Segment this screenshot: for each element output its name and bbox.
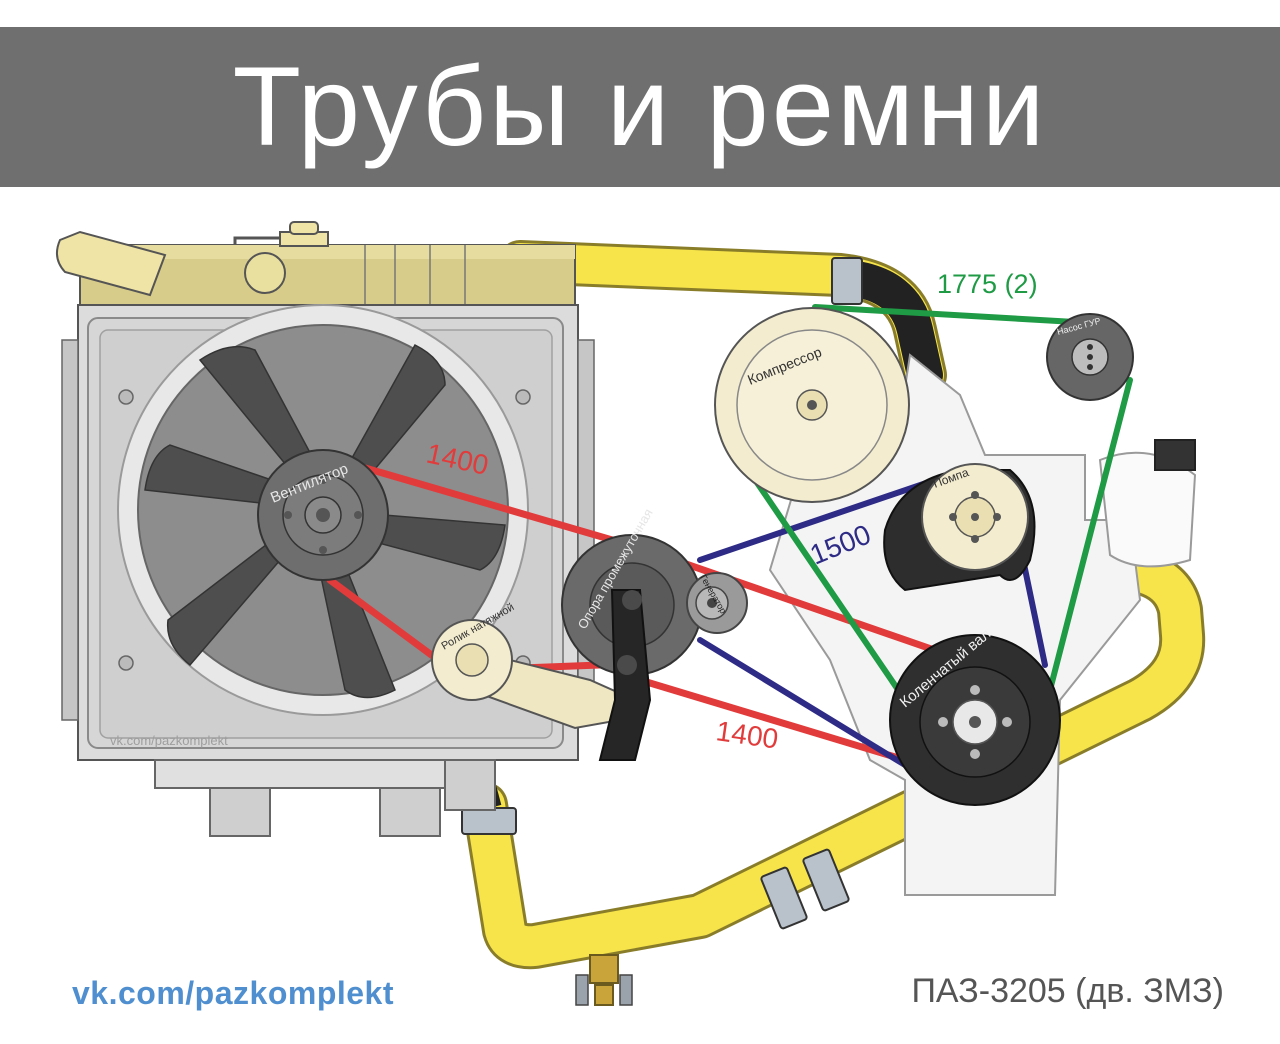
generator-pulley: Генератор: [686, 572, 748, 634]
belt-green: [742, 304, 1133, 703]
radiator-watermark: vk.com/pazkomplekt: [110, 733, 228, 748]
water-pump-pulley: Помпа: [883, 463, 1036, 592]
drain-valve: [575, 954, 633, 1006]
title-bar: Трубы и ремни: [0, 27, 1280, 187]
page-title: Трубы и ремни: [232, 44, 1048, 169]
belt-label-green: 1775 (2): [937, 269, 1038, 299]
steering-pump-pulley: Насос ГУР: [1046, 313, 1134, 401]
footer-url[interactable]: vk.com/pazkomplekt: [72, 975, 394, 1011]
footer-model: ПАЗ-3205 (дв. ЗМЗ): [911, 972, 1224, 1010]
tensioner-pulley: Ролик натяжной: [431, 601, 637, 730]
compressor-pulley: Компрессор: [714, 307, 910, 503]
intermediate-pulley: Опора промежуточная: [561, 506, 703, 761]
belt-labels: 1400 1400 1500 1775 (2): [424, 269, 1038, 755]
fan-pulley: Вентилятор: [257, 449, 389, 581]
